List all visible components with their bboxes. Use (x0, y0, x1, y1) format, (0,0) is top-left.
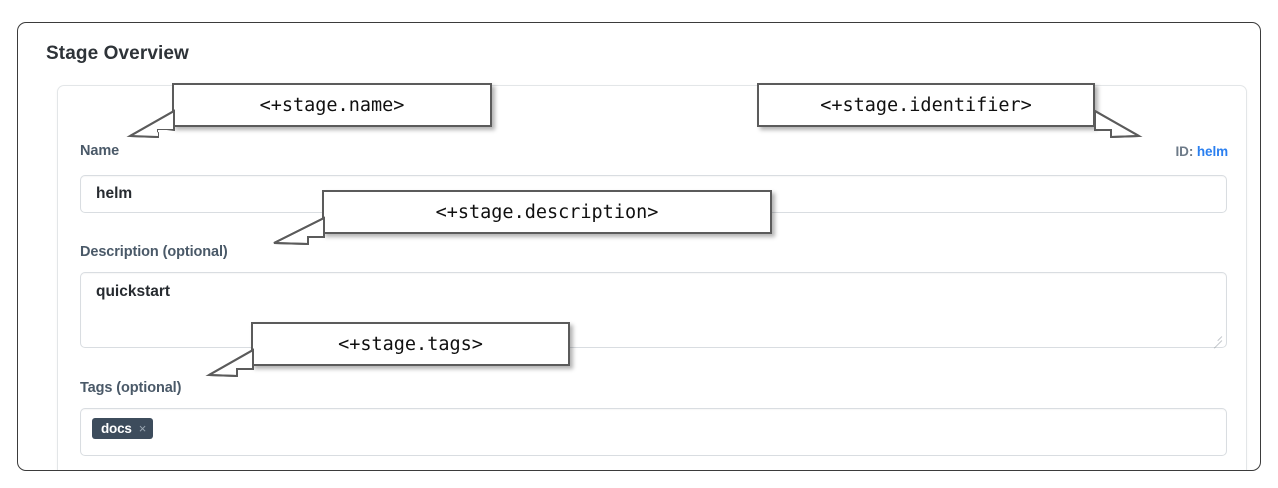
tag-chip-docs[interactable]: docs × (92, 418, 154, 439)
tags-input[interactable]: docs × (80, 408, 1227, 456)
description-callout-text: <+stage.description> (435, 201, 659, 223)
resize-handle-icon[interactable] (1211, 332, 1223, 349)
description-callout: <+stage.description> (322, 190, 772, 234)
page-title: Stage Overview (46, 43, 189, 64)
stage-identifier: ID: helm (1175, 144, 1229, 159)
tags-label: Tags (optional) (80, 380, 182, 396)
identifier-callout: <+stage.identifier> (757, 83, 1095, 127)
tags-callout-text: <+stage.tags> (338, 333, 483, 355)
tag-chip-label: docs (101, 420, 132, 436)
tags-callout: <+stage.tags> (251, 322, 570, 366)
id-value[interactable]: helm (1196, 144, 1228, 159)
description-value: quickstart (96, 283, 171, 300)
name-callout-text: <+stage.name> (259, 94, 405, 116)
description-label: Description (optional) (80, 244, 228, 260)
name-callout: <+stage.name> (172, 83, 492, 127)
close-icon[interactable]: × (138, 421, 147, 436)
id-prefix: ID: (1175, 144, 1194, 159)
name-label: Name (80, 143, 120, 159)
identifier-callout-text: <+stage.identifier> (820, 94, 1032, 116)
stage-overview-card: Name ID: helm helm Description (optional… (57, 85, 1247, 470)
name-input-value: helm (96, 185, 133, 202)
